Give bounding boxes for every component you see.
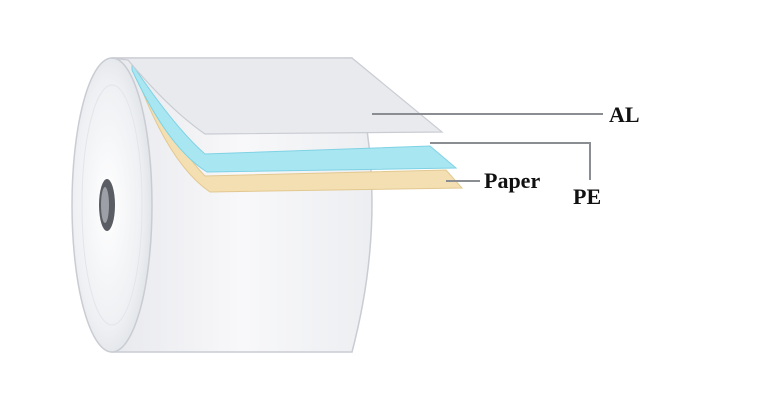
al-label: AL <box>609 102 640 127</box>
pe-leader-line <box>430 142 591 180</box>
pe-layer <box>131 62 458 173</box>
pe-label: PE <box>573 184 601 209</box>
core-hole-highlight <box>101 187 109 223</box>
al-layer <box>111 57 444 135</box>
paper-label: Paper <box>484 168 540 193</box>
roll-inner-ring <box>81 84 143 326</box>
